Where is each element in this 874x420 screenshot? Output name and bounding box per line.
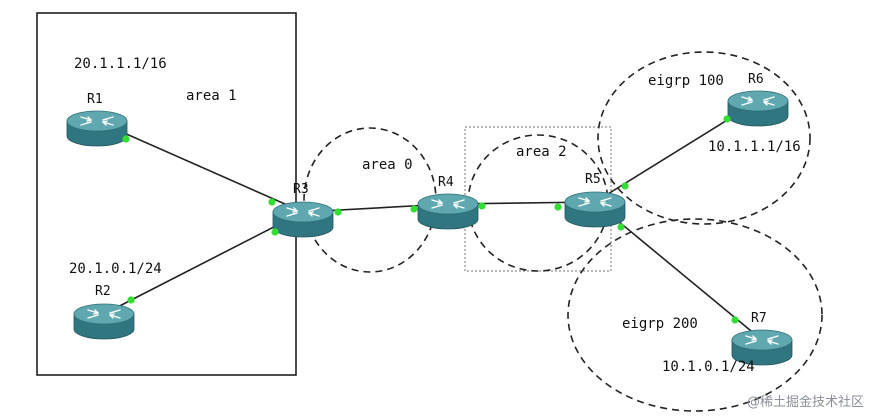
port-r1-r3-r3 <box>268 198 276 206</box>
router-r5-icon <box>564 191 626 228</box>
area1-boundary <box>36 12 297 376</box>
eigrp200-boundary <box>567 218 823 412</box>
port-r5-r7-r5 <box>617 223 625 231</box>
port-r5-r6-r6 <box>723 115 731 123</box>
area2-label: area 2 <box>516 144 567 160</box>
router-r7-icon <box>731 329 793 366</box>
port-r3-r4-r3 <box>334 208 342 216</box>
router-r1-icon <box>66 110 128 147</box>
r1-network-label: 20.1.1.1/16 <box>74 56 167 72</box>
r6-network-label: 10.1.1.1/16 <box>708 139 801 155</box>
router-r4-label: R4 <box>438 175 454 190</box>
area0-label: area 0 <box>362 157 413 173</box>
router-r5-label: R5 <box>585 172 601 187</box>
r2-network-label: 20.1.0.1/24 <box>69 261 162 277</box>
port-r2-r3-r3 <box>271 228 279 236</box>
router-r2-label: R2 <box>95 284 111 299</box>
port-r5-r7-r7 <box>731 316 739 324</box>
area1-label: area 1 <box>186 88 237 104</box>
routers-layer <box>66 90 793 366</box>
router-r3-icon <box>272 201 334 238</box>
eigrp100-label: eigrp 100 <box>648 73 724 89</box>
watermark: @稀土掘金技术社区 <box>746 395 864 410</box>
port-r4-r5-r4 <box>478 202 486 210</box>
port-r4-r5-r5 <box>554 203 562 211</box>
r7-network-label: 10.1.0.1/24 <box>662 359 755 375</box>
router-r3-label: R3 <box>293 182 309 197</box>
router-r1-label: R1 <box>87 92 103 107</box>
port-r2-r3-r2 <box>127 296 135 304</box>
port-r1-r3-r1 <box>122 135 130 143</box>
area0-boundary <box>303 127 437 273</box>
link-r2-r3 <box>103 211 304 315</box>
router-r4-icon <box>417 193 479 230</box>
eigrp100-boundary <box>597 51 811 225</box>
port-r5-r6-r5 <box>621 182 629 190</box>
router-r7-label: R7 <box>751 311 767 326</box>
eigrp200-label: eigrp 200 <box>622 316 698 332</box>
router-r6-icon <box>727 90 789 127</box>
link-r1-r3 <box>96 120 304 213</box>
ports-layer <box>122 115 739 324</box>
router-r6-label: R6 <box>748 72 764 87</box>
port-r3-r4-r4 <box>410 205 418 213</box>
router-r2-icon <box>73 303 135 340</box>
